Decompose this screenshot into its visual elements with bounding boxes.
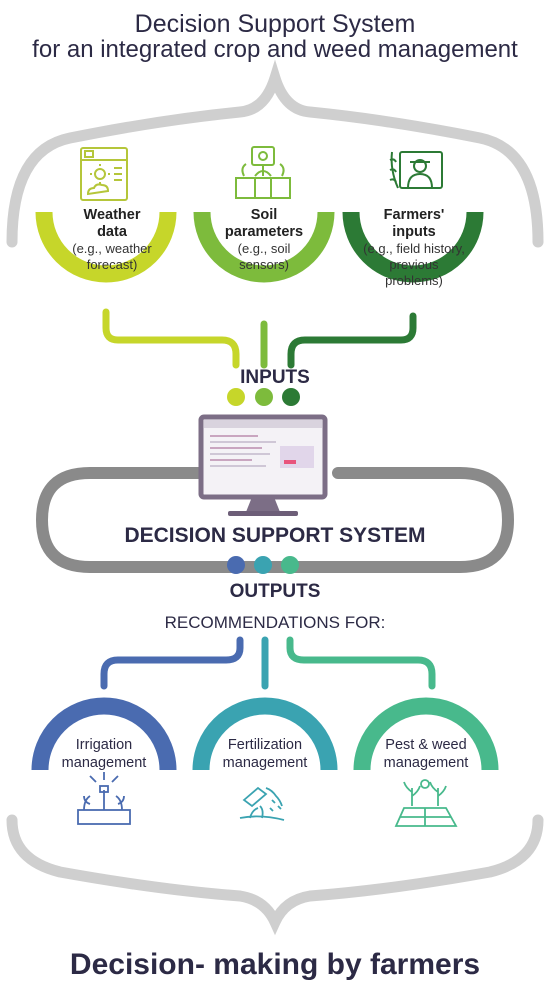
input-weather-title-1: Weather	[83, 207, 141, 223]
outputs-label: OUTPUTS	[229, 581, 321, 602]
weather-calendar-icon	[80, 147, 128, 201]
output-irrigation-label: Irrigation management	[40, 736, 168, 772]
input-dot-1	[227, 388, 245, 406]
farmer-icon	[389, 151, 443, 189]
recommendations-label: RECOMMENDATIONS FOR:	[164, 613, 386, 632]
output-fertilization-line-1: Fertilization	[227, 737, 303, 753]
input-dot-2	[255, 388, 273, 406]
input-farmers-sub-3: problems)	[385, 273, 443, 288]
output-irrigation-line-1: Irrigation	[75, 737, 133, 753]
output-pest-line-1: Pest & weed	[385, 737, 467, 753]
output-pest-label: Pest & weed management	[362, 736, 490, 772]
input-weather-label: Weather data (e.g., weather forecast)	[56, 207, 168, 273]
output-arc-fertilization	[192, 697, 338, 771]
input-dot-3	[282, 388, 300, 406]
irrigation-sprinkler-icon	[77, 772, 131, 825]
output-connectors	[100, 636, 436, 690]
soil-sensor-icon	[235, 146, 291, 199]
field-plants-icon	[394, 779, 458, 827]
output-dot-3	[281, 556, 299, 574]
output-fertilization-line-2: management	[222, 755, 308, 771]
input-soil-title-2: parameters	[224, 224, 304, 240]
input-weather-title-2: data	[97, 224, 127, 240]
input-soil-label: Soil parameters (e.g., soil sensors)	[207, 207, 321, 273]
input-arc-soil	[193, 211, 335, 283]
output-dot-1	[227, 556, 245, 574]
output-irrigation-line-2: management	[61, 755, 147, 771]
inputs-label: INPUTS	[240, 367, 310, 388]
input-farmers-sub-2: previous	[389, 257, 439, 272]
input-soil-sub-1: (e.g., soil	[237, 241, 291, 256]
top-brace	[6, 59, 544, 248]
input-arc-weather	[35, 211, 177, 283]
output-arc-pest	[353, 697, 499, 771]
bottom-brace	[6, 814, 544, 936]
input-weather-sub-2: forecast)	[86, 257, 138, 272]
output-dot-2	[254, 556, 272, 574]
title-line-2: for an integrated crop and weed manageme…	[32, 36, 518, 63]
output-arc-irrigation	[31, 697, 177, 771]
input-weather-sub-1: (e.g., weather	[72, 241, 152, 256]
input-soil-sub-2: sensors)	[239, 257, 289, 272]
output-pest-line-2: management	[383, 755, 469, 771]
dss-loop	[35, 467, 515, 573]
input-farmers-title-1: Farmers'	[383, 207, 445, 223]
input-farmers-sub-1: (e.g., field history,	[363, 241, 465, 256]
footer-title: Decision- making by farmers	[69, 948, 481, 981]
fertilizer-spray-icon	[239, 786, 285, 821]
input-soil-title-1: Soil	[250, 207, 278, 223]
output-fertilization-label: Fertilization management	[200, 736, 330, 772]
input-connectors	[102, 308, 417, 369]
title-line-1: Decision Support System	[134, 10, 416, 38]
dss-label: DECISION SUPPORT SYSTEM	[124, 524, 426, 547]
input-farmers-label: Farmers' inputs (e.g., field history, pr…	[353, 207, 475, 289]
computer-monitor-icon	[198, 414, 328, 516]
input-arc-farmers	[342, 211, 484, 283]
input-farmers-title-2: inputs	[392, 224, 436, 240]
